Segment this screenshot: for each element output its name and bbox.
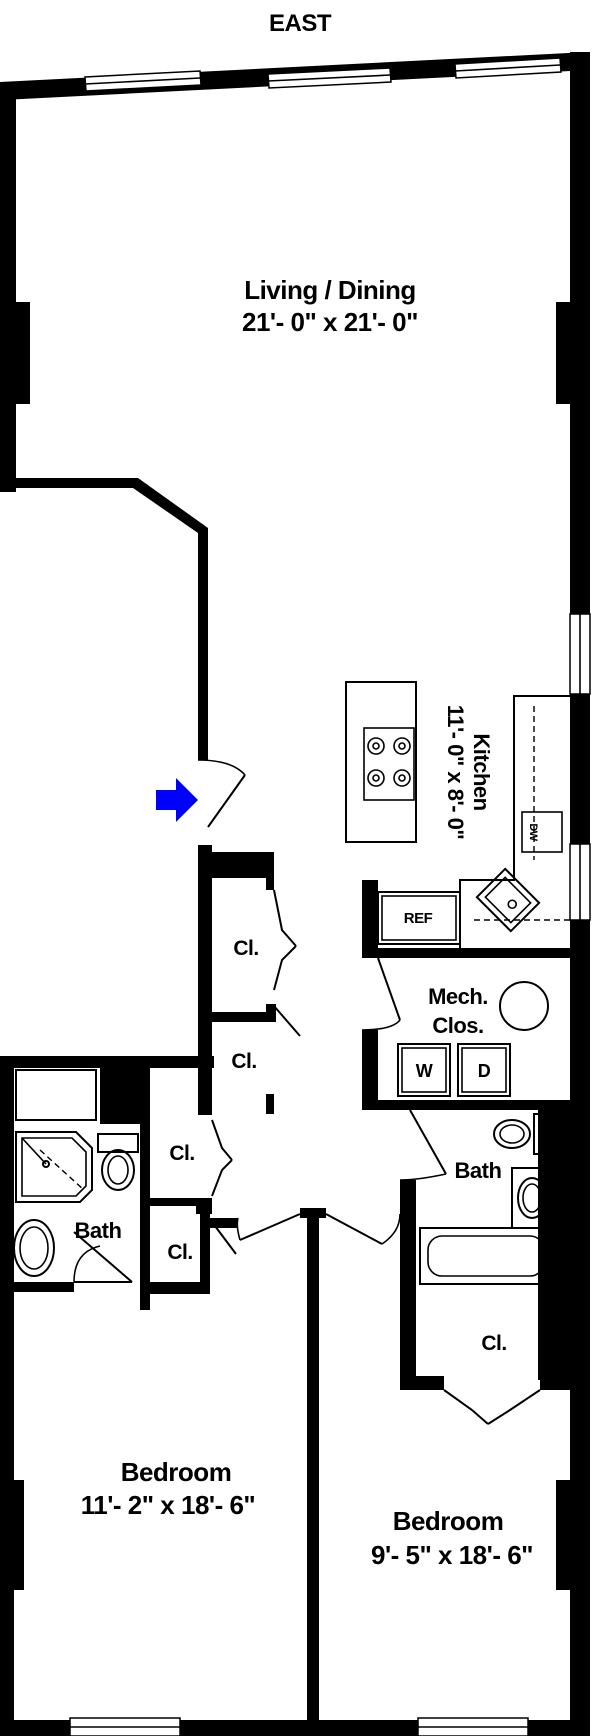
- mech-label-1: Mech.: [428, 984, 488, 1009]
- closet-lower2-label: Cl.: [167, 1241, 192, 1264]
- entry-arrow-icon: [156, 778, 198, 822]
- bottom-windows: [69, 1717, 529, 1736]
- labels: EAST Living / Dining 21'- 0" x 21'- 0" K…: [75, 10, 539, 1570]
- kitchen-sink: [475, 867, 541, 933]
- kitchen-size: 11'- 0" x 8'- 0": [443, 705, 468, 840]
- left-bath-fixtures: [13, 1069, 139, 1277]
- cooktop-burners: [367, 737, 411, 787]
- closet-upper1-label: Cl.: [233, 937, 258, 960]
- kitchen-counter: [459, 695, 570, 948]
- bedroom-left-name: Bedroom: [121, 1457, 232, 1487]
- kitchen-island: [345, 681, 417, 843]
- dryer-label: D: [478, 1061, 491, 1081]
- living-name: Living / Dining: [244, 275, 416, 305]
- living-size: 21'- 0" x 21'- 0": [242, 307, 418, 337]
- bedroom-right-name: Bedroom: [393, 1506, 504, 1536]
- bath-right-label: Bath: [455, 1158, 502, 1183]
- compass-label: EAST: [269, 10, 332, 37]
- washer-label: W: [416, 1061, 433, 1081]
- bedroom-left-size: 11'- 2" x 18'- 6": [81, 1490, 256, 1520]
- dw-label: DW: [527, 823, 539, 841]
- right-bath-fixtures: [419, 1113, 553, 1285]
- closet-upper2-label: Cl.: [231, 1050, 256, 1073]
- bedroom-right-size: 9'- 5" x 18'- 6": [371, 1540, 533, 1570]
- closet-lower1-label: Cl.: [169, 1142, 194, 1165]
- right-windows: [569, 613, 591, 921]
- top-windows: [84, 57, 562, 92]
- closet-right-label: Cl.: [481, 1332, 506, 1355]
- refrigerator: [377, 891, 461, 945]
- mech-closet-fixtures: [397, 981, 549, 1097]
- bath-left-label: Bath: [75, 1218, 122, 1243]
- ref-label: REF: [404, 910, 433, 927]
- mech-label-2: Clos.: [432, 1013, 483, 1038]
- kitchen-name: Kitchen: [469, 733, 494, 810]
- doors: [73, 759, 541, 1425]
